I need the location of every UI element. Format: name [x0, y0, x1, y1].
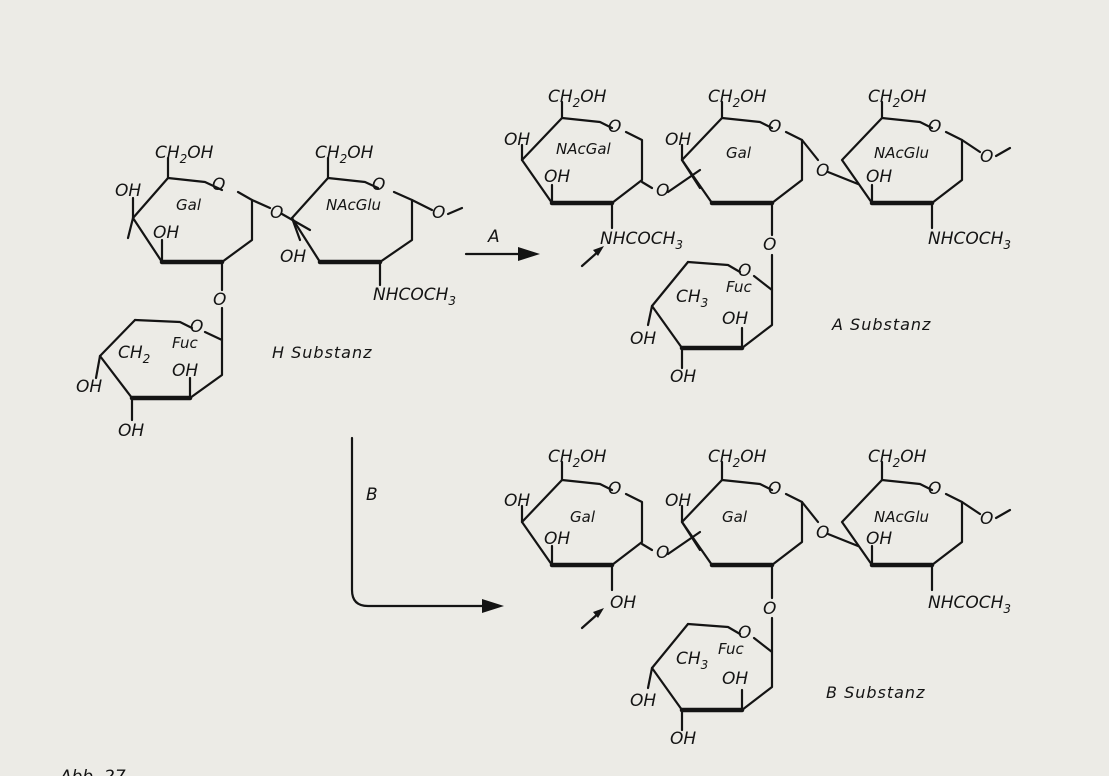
h-gal-ring [126, 156, 272, 292]
b-gal2-ch2oh: CH2OH [708, 447, 767, 470]
b-fuc-oh-2: OH [722, 669, 748, 689]
b-nacglu-nhcoch3: NHCOCH3 [928, 593, 1011, 616]
a-fuc-label: Fuc [726, 278, 753, 296]
b-gal1-ring-o: O [608, 479, 621, 499]
a-nacgal-label: NAcGal [556, 140, 612, 158]
a-fuc-ch3: CH3 [676, 287, 708, 310]
b-fuc-ch3: CH3 [676, 649, 708, 672]
h-substanz-title: H Substanz [272, 343, 373, 362]
h-fuc-oh-4: OH [76, 377, 102, 397]
b-nacglu-ch2oh: CH2OH [868, 447, 927, 470]
h-nacglu-ch2oh: CH2OH [315, 143, 374, 166]
b-nacglu-oh: OH [866, 529, 892, 549]
h-fuc-oh-2: OH [172, 361, 198, 381]
h-glycosidic-o: O [270, 203, 283, 223]
b-gal2-fuc-link-o: O [763, 599, 776, 619]
b-substanz-title: B Substanz [826, 683, 925, 702]
b-gal2-label: Gal [722, 508, 748, 526]
arrow-b: B [350, 436, 504, 613]
b-link-o-2: O [816, 523, 829, 543]
figure-caption-fragment: Abb. 27 [59, 767, 126, 776]
b-nacglu-label: NAcGlu [874, 508, 929, 526]
a-nacglu-anomeric-o: O [980, 147, 993, 167]
a-substanz-title: A Substanz [831, 315, 931, 334]
a-fuc-oh-2: OH [722, 309, 748, 329]
h-substanz: CH2OH O OH Gal OH O O CH2OH O NAcGlu OH … [76, 143, 464, 441]
h-nacglu-anomeric-o: O [432, 203, 445, 223]
h-gal-ring-o: O [212, 175, 225, 195]
b-gal1-oh-2: OH [610, 593, 636, 613]
h-fuc-ring-o: O [190, 317, 203, 337]
b-nacglu-anomeric-o: O [980, 509, 993, 529]
h-nacglu-ring-o: O [372, 175, 385, 195]
b-gal1-oh-3: OH [544, 529, 570, 549]
a-gal-ch2oh: CH2OH [708, 87, 767, 110]
h-fuc-ch2: CH2 [118, 343, 150, 366]
a-gal-oh: OH [665, 130, 691, 150]
a-nacglu-oh: OH [866, 167, 892, 187]
arrow-b-label: B [366, 485, 378, 505]
h-fuc-ring [94, 306, 224, 422]
a-link-o-2: O [816, 161, 829, 181]
arrow-a: A [464, 227, 540, 261]
a-gal-fuc-link-o: O [763, 235, 776, 255]
a-nacglu-label: NAcGlu [874, 144, 929, 162]
b-nacglu-ring-o: O [928, 479, 941, 499]
a-nacgal-ring-o: O [608, 117, 621, 137]
h-nacglu-ring [290, 156, 464, 287]
a-nacglu-nhcoch3: NHCOCH3 [928, 229, 1011, 252]
b-gal1-oh-4: OH [504, 491, 530, 511]
arrow-a-label: A [487, 227, 500, 247]
b-fuc-oh-3: OH [670, 729, 696, 749]
b-gal1-label: Gal [570, 508, 596, 526]
h-nacglu-oh: OH [280, 247, 306, 267]
a-gal-label: Gal [726, 144, 752, 162]
b-link-o-1: O [656, 543, 669, 563]
h-gal-ch2oh: CH2OH [155, 143, 214, 166]
h-fuc-label: Fuc [172, 334, 199, 352]
a-nacgal-nhcoch3: NHCOCH3 [600, 229, 683, 252]
b-gal2-oh: OH [665, 491, 691, 511]
h-fuc-oh-3: OH [118, 421, 144, 441]
b-fuc-ring-o: O [738, 623, 751, 643]
a-nacgal-oh-3: OH [544, 167, 570, 187]
b-gal1-ch2oh: CH2OH [548, 447, 607, 470]
h-nacglu-label: NAcGlu [326, 196, 381, 214]
a-nacgal-oh-4: OH [504, 130, 530, 150]
a-fuc-oh-3: OH [670, 367, 696, 387]
h-gal-oh-3: OH [153, 223, 179, 243]
b-fuc-oh-4: OH [630, 691, 656, 711]
b-fuc-label: Fuc [718, 640, 745, 658]
b-substanz: CH2OH O OH Gal OH OH O CH2OH O OH Gal O … [504, 447, 1012, 749]
a-substanz: CH2OH O OH NAcGal OH NHCOCH3 O CH2OH O O… [504, 87, 1012, 387]
h-gal-label: Gal [176, 196, 202, 214]
a-nacgal-ch2oh: CH2OH [548, 87, 607, 110]
a-nacglu-ch2oh: CH2OH [868, 87, 927, 110]
a-link-o-1: O [656, 181, 669, 201]
h-gal-fuc-link-o: O [213, 290, 226, 310]
a-fuc-oh-4: OH [630, 329, 656, 349]
a-nacglu-ring-o: O [928, 117, 941, 137]
a-fuc-ring-o: O [738, 261, 751, 281]
b-gal2-ring-o: O [768, 479, 781, 499]
a-gal-ring-o: O [768, 117, 781, 137]
h-gal-oh-4: OH [115, 181, 141, 201]
h-nacglu-nhcoch3: NHCOCH3 [373, 285, 456, 308]
